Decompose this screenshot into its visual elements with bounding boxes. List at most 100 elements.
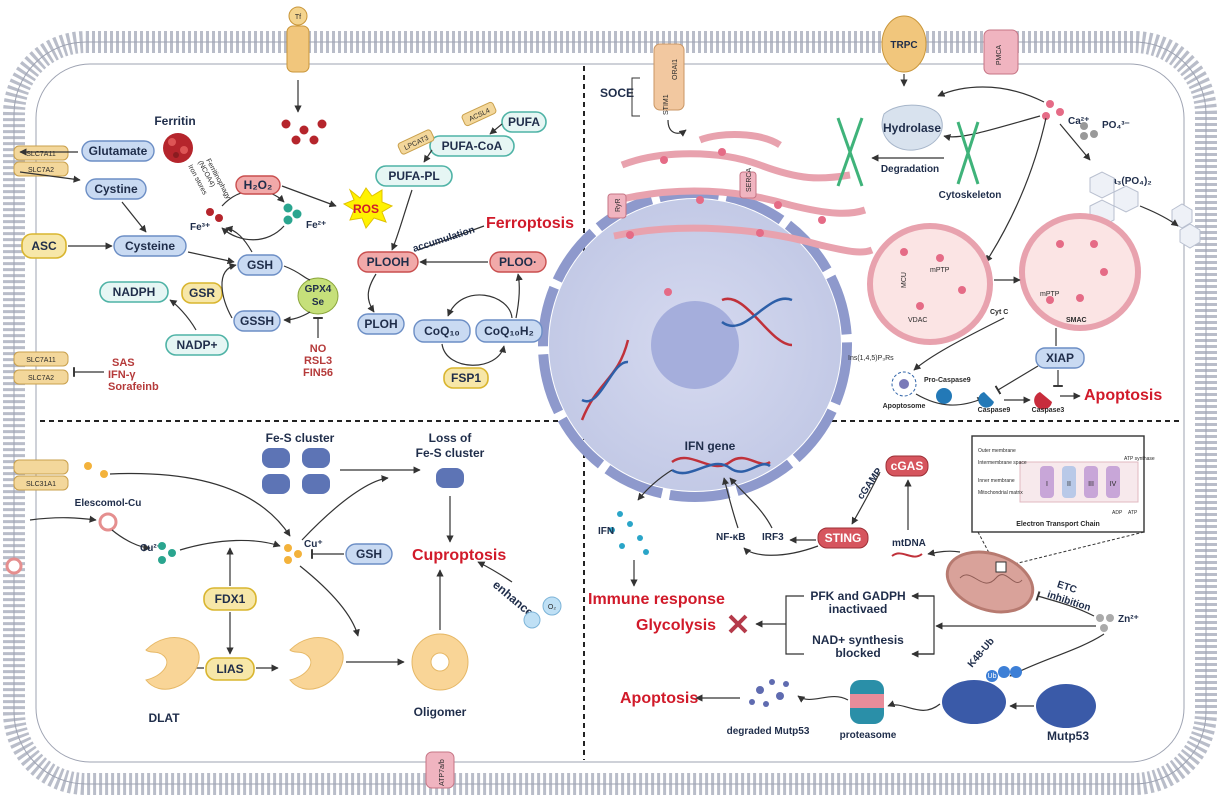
zn-label: Zn²⁺ — [1118, 614, 1139, 625]
ip3r-label: Ins(1,4,5)P₃Rs — [848, 355, 894, 362]
orai1-channel: ORAI1 STIM1 — [653, 43, 685, 115]
dna-helix-2 — [721, 297, 793, 347]
ca-label: Ca²⁺ — [1068, 116, 1089, 127]
svg-text:RyR: RyR — [615, 198, 622, 212]
svg-text:ORAI1: ORAI1 — [672, 59, 679, 80]
cu2-ions — [158, 542, 176, 564]
svg-text:Mutp53: Mutp53 — [1047, 729, 1089, 743]
svg-text:ROS: ROS — [353, 202, 379, 216]
inhibitor-ifn-gamma: IFN-γ — [108, 369, 136, 381]
gsr-node: GSR — [181, 282, 223, 304]
svg-text:IV: IV — [1110, 481, 1117, 488]
slc31a1-transporter: SLC31A1 — [13, 459, 69, 491]
cytoskeleton-label: Cytoskeleton — [939, 190, 1002, 201]
cu2-label: Cu²⁺ — [140, 543, 162, 554]
mtdna-label: mtDNA — [892, 538, 926, 549]
phosphate-ions — [1080, 122, 1098, 140]
ros-burst: ROS — [342, 187, 394, 229]
apoptosis-title-top: Apoptosis — [1084, 387, 1162, 404]
pfk-gapdh-label-1: PFK and GADPH — [810, 589, 905, 603]
cystine-node: Cystine — [85, 178, 147, 200]
ryr-channel: RyR — [607, 193, 627, 219]
plooh-node: PLOOH — [357, 251, 419, 273]
ploo-node: PLOO· — [489, 251, 547, 273]
svg-text:DLAT: DLAT — [148, 711, 180, 725]
slc7a2-label-top: SLC7A2 — [28, 167, 54, 174]
svg-text:GPX4: GPX4 — [305, 284, 332, 295]
svg-text:Electron Transport Chain: Electron Transport Chain — [1016, 521, 1100, 528]
pfk-gapdh-label-2: inactivaed — [829, 602, 888, 616]
pro-caspase9-label: Pro-Caspase9 — [924, 377, 971, 384]
inhibitor-sorafenib: Sorafeinb — [108, 381, 159, 393]
inhibitor-no: NO — [310, 343, 327, 355]
slc7a11-label-bottom: SLC7A11 — [26, 357, 56, 364]
svg-text:ADP: ADP — [1112, 510, 1123, 516]
immune-response-title: Immune response — [588, 591, 725, 608]
svg-text:GSH: GSH — [247, 258, 273, 272]
mptp-label-2: mPTP — [1040, 291, 1060, 298]
ca3po4-label: Ca₃(PO₄)₂ — [1104, 176, 1152, 187]
oligomer: Oligomer — [411, 633, 469, 719]
svg-text:SLC31A1: SLC31A1 — [26, 481, 56, 488]
cysteine-node: Cysteine — [113, 235, 187, 257]
loss-fes-protein — [436, 468, 464, 488]
coq10h2-node: CoQ₁₀H₂ — [475, 319, 543, 343]
ferritin: Ferritin — [154, 114, 196, 163]
lipoylated-dlat — [289, 637, 344, 690]
nad-synthesis-label-2: blocked — [835, 646, 880, 660]
atp7ab-transporter: ATP7a/b — [425, 751, 455, 789]
oxygen-bubbles: O₂ — [523, 596, 562, 629]
svg-text:XIAP: XIAP — [1046, 351, 1074, 365]
ifn-label: IFN — [598, 526, 614, 537]
fe3-node: Fe³⁺ — [190, 208, 223, 233]
etc-inset: I II III IV Outer membrane Intermembrane… — [971, 435, 1155, 533]
svg-text:Apoptosome: Apoptosome — [883, 403, 926, 410]
pufa-pl-node: PUFA-PL — [375, 165, 453, 187]
fdx1-node: FDX1 — [203, 587, 257, 611]
svg-text:NADPH: NADPH — [113, 285, 156, 299]
svg-text:CoQ₁₀H₂: CoQ₁₀H₂ — [484, 324, 534, 338]
pufa-node: PUFA — [501, 111, 547, 133]
svg-text:PUFA-CoA: PUFA-CoA — [442, 139, 503, 153]
svg-text:GSSH: GSSH — [240, 314, 274, 328]
cu1-label: Cu⁺ — [304, 539, 323, 550]
mitochondrion-zinc — [945, 550, 1035, 614]
calcium-ions — [1042, 100, 1064, 120]
svg-text:III: III — [1088, 481, 1094, 488]
svg-text:proteasome: proteasome — [840, 730, 897, 741]
pro-caspase9-shape — [936, 388, 952, 404]
svg-text:SERCA: SERCA — [746, 168, 753, 192]
loss-fes-label-2: Fe-S cluster — [416, 446, 485, 460]
fes-cluster-label: Fe-S cluster — [266, 431, 335, 445]
elescomol-label: Elescomol-Cu — [75, 498, 142, 509]
apoptosis-title-bottom: Apoptosis — [620, 690, 698, 707]
svg-text:FSP1: FSP1 — [451, 371, 481, 385]
svg-text:I: I — [1046, 481, 1048, 488]
glutamate-node: Glutamate — [81, 140, 155, 162]
svg-text:TRPC: TRPC — [890, 40, 917, 51]
svg-text:LIAS: LIAS — [216, 662, 243, 676]
serca-pump: SERCA — [739, 168, 757, 199]
svg-text:GSR: GSR — [189, 286, 215, 300]
svg-text:STIM1: STIM1 — [663, 94, 670, 115]
nadph-node: NADPH — [99, 281, 169, 303]
svg-text:Inner membrane: Inner membrane — [978, 478, 1015, 484]
svg-text:ATP7a/b: ATP7a/b — [439, 759, 446, 786]
pufa-coa-node: PUFA-CoA — [429, 135, 515, 157]
svg-text:Fe²⁺: Fe²⁺ — [306, 220, 326, 231]
svg-text:O₂: O₂ — [548, 604, 556, 611]
svg-text:PMCA: PMCA — [996, 45, 1003, 66]
nad-synthesis-label-1: NAD+ synthesis — [812, 633, 904, 647]
cuproptosis-title: Cuproptosis — [412, 547, 506, 564]
gpx4-node: GPX4 Se — [297, 277, 339, 315]
cu1-ions — [284, 544, 302, 564]
caspase3-shape: Caspase3 — [1032, 392, 1064, 414]
endoplasmic-reticulum — [613, 131, 874, 256]
ifn-gene-label: IFN gene — [685, 439, 736, 453]
nadp-node: NADP+ — [165, 334, 229, 356]
inhibitor-sas: SAS — [112, 357, 135, 369]
hydrolase-node: Hydrolase — [881, 104, 943, 151]
mtdna-strand — [891, 552, 923, 558]
svg-text:NADP+: NADP+ — [176, 338, 217, 352]
ferroptosis-title: Ferroptosis — [486, 215, 574, 232]
